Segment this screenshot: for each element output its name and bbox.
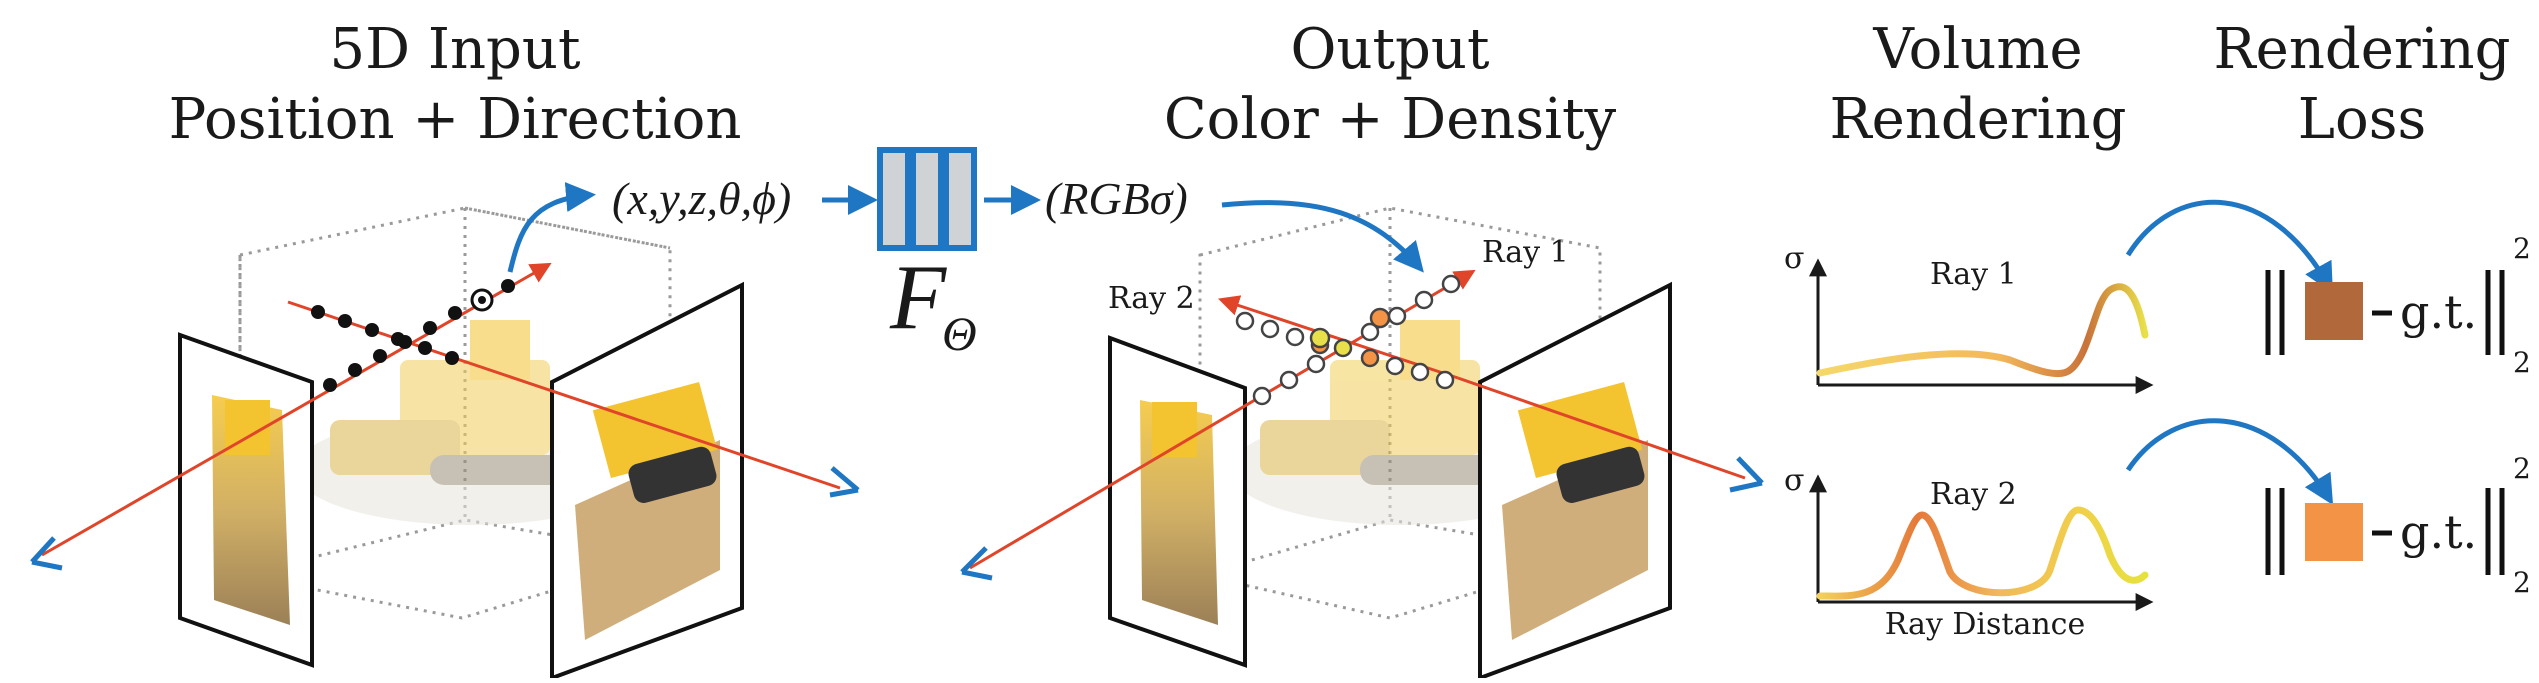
left-image-plane xyxy=(178,332,314,668)
output-to-scene-arrow xyxy=(1221,200,1424,273)
output-left-image-plane xyxy=(1108,335,1247,668)
ray-2-norm-superscript: 2 xyxy=(2513,452,2531,485)
ray-2-to-loss-arrow xyxy=(2125,418,2334,506)
ray-2-plot-title: Ray 2 xyxy=(1930,477,2017,512)
output-scene: Ray 1 Ray 2 xyxy=(960,200,1764,681)
input-ray-2 xyxy=(287,300,841,490)
network-function-subscript: Θ xyxy=(942,308,977,361)
input-title-line1: 5D Input xyxy=(330,17,581,82)
output-left-camera-icon xyxy=(960,546,993,581)
volume-title-line2: Rendering xyxy=(1830,87,2127,152)
ray-1-ground-truth: g.t. xyxy=(2400,285,2477,339)
network-function-name: F xyxy=(889,246,947,348)
ray-2-norm-subscript: 2 xyxy=(2513,566,2531,599)
output-right-image-plane xyxy=(1478,281,1672,681)
ray-1-norm-superscript: 2 xyxy=(2513,232,2531,265)
input-ray-1 xyxy=(41,262,552,557)
ray-1-plot-title: Ray 1 xyxy=(1930,257,2017,292)
right-camera-icon xyxy=(829,466,860,498)
ray-2-plot-x-axis: Ray Distance xyxy=(1885,607,2086,642)
input-samples-ray-2 xyxy=(311,305,459,365)
output-ray-1-label: Ray 1 xyxy=(1482,235,1569,270)
network-output-label: (RGBσ) xyxy=(1045,173,1188,224)
ray-1-density-plot: σ Ray 1 xyxy=(1784,241,2154,394)
network-input-label: (x,y,z,θ,ϕ) xyxy=(612,173,791,224)
left-camera-icon xyxy=(30,536,63,571)
right-image-plane xyxy=(550,281,744,681)
volume-title-line1: Volume xyxy=(1872,17,2082,82)
output-title-line2: Color + Density xyxy=(1164,87,1617,152)
ray-1-to-loss-arrow xyxy=(2125,199,2333,294)
ray-2-loss-term: g.t. 2 2 xyxy=(2265,452,2531,599)
input-scene xyxy=(30,182,860,681)
ray-2-plot-y-axis: σ xyxy=(1784,463,1804,498)
ray-1-plot-y-axis: σ xyxy=(1784,241,1804,276)
sample-to-input-arrow xyxy=(507,182,596,273)
ray-1-density-curve xyxy=(1816,283,2149,378)
ray-2-density-curve xyxy=(1816,506,2149,600)
ray-2-density-plot: σ Ray 2 Ray Distance xyxy=(1784,463,2154,642)
input-title-line2: Position + Direction xyxy=(169,87,742,152)
ray-2-ground-truth: g.t. xyxy=(2400,505,2477,559)
output-samples-ray-1 xyxy=(1252,274,1461,406)
output-right-camera-icon xyxy=(1729,456,1764,493)
mlp-network-icon xyxy=(877,147,977,251)
output-title-line1: Output xyxy=(1291,17,1490,82)
loss-title-line2: Loss xyxy=(2298,87,2426,152)
ray-1-norm-subscript: 2 xyxy=(2513,346,2531,379)
ray-1-loss-term: g.t. 2 2 xyxy=(2265,232,2531,379)
output-ray-2-label: Ray 2 xyxy=(1108,281,1195,316)
ray-2-rendered-color xyxy=(2305,503,2363,561)
ray-1-rendered-color xyxy=(2305,282,2363,340)
loss-title-line1: Rendering xyxy=(2214,17,2511,82)
